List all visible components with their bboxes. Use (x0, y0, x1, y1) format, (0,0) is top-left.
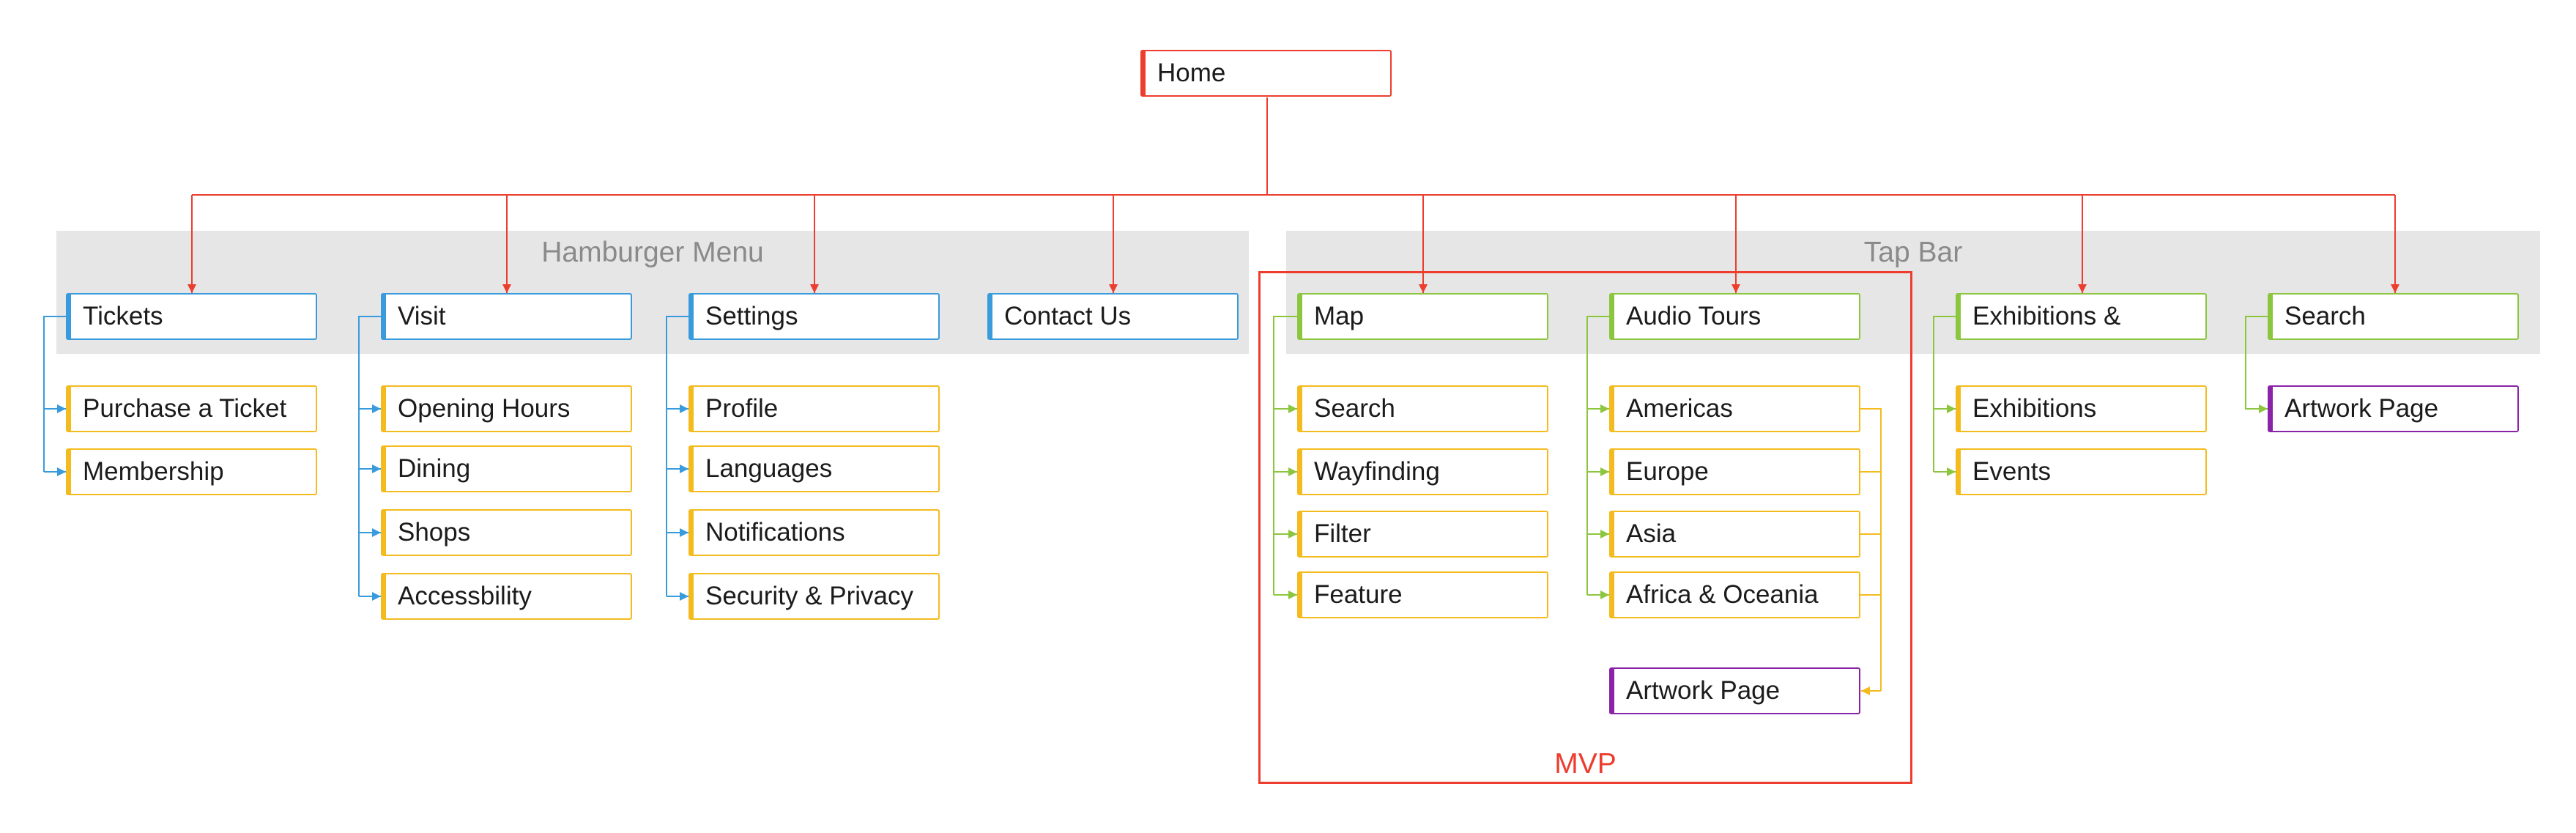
node-wayfinding[interactable]: Wayfinding (1297, 448, 1548, 495)
node-filter[interactable]: Filter (1297, 511, 1548, 558)
node-membership[interactable]: Membership (66, 448, 317, 495)
node-audio-artwork-page[interactable]: Artwork Page (1609, 667, 1860, 714)
node-tickets[interactable]: Tickets (66, 293, 317, 340)
hamburger-menu-label: Hamburger Menu (541, 237, 764, 268)
node-notifications[interactable]: Notifications (688, 509, 940, 556)
node-exhibitions[interactable]: Exhibitions (1956, 385, 2207, 432)
node-asia[interactable]: Asia (1609, 511, 1860, 558)
node-americas[interactable]: Americas (1609, 385, 1860, 432)
tap-bar-label: Tap Bar (1863, 237, 1963, 268)
node-search-artwork-page[interactable]: Artwork Page (2268, 385, 2519, 432)
node-visit[interactable]: Visit (381, 293, 632, 340)
node-events[interactable]: Events (1956, 448, 2207, 495)
node-accessbility[interactable]: Accessbility (381, 573, 632, 620)
node-search[interactable]: Search (2268, 293, 2519, 340)
node-map[interactable]: Map (1297, 293, 1548, 340)
node-shops[interactable]: Shops (381, 509, 632, 556)
node-africa-oceania[interactable]: Africa & Oceania (1609, 571, 1860, 618)
node-europe[interactable]: Europe (1609, 448, 1860, 495)
node-profile[interactable]: Profile (688, 385, 940, 432)
mvp-boundary: MVP (1258, 271, 1912, 784)
node-dining[interactable]: Dining (381, 445, 632, 492)
node-audio-tours[interactable]: Audio Tours (1609, 293, 1860, 340)
node-opening-hours[interactable]: Opening Hours (381, 385, 632, 432)
node-security-privacy[interactable]: Security & Privacy (688, 573, 940, 620)
node-purchase-a-ticket[interactable]: Purchase a Ticket (66, 385, 317, 432)
node-languages[interactable]: Languages (688, 445, 940, 492)
node-settings[interactable]: Settings (688, 293, 940, 340)
node-home[interactable]: Home (1140, 50, 1392, 97)
node-exhibitions-and[interactable]: Exhibitions & (1956, 293, 2207, 340)
node-feature[interactable]: Feature (1297, 571, 1548, 618)
node-map-search[interactable]: Search (1297, 385, 1548, 432)
mvp-label: MVP (1554, 748, 1617, 780)
node-contact-us[interactable]: Contact Us (987, 293, 1239, 340)
